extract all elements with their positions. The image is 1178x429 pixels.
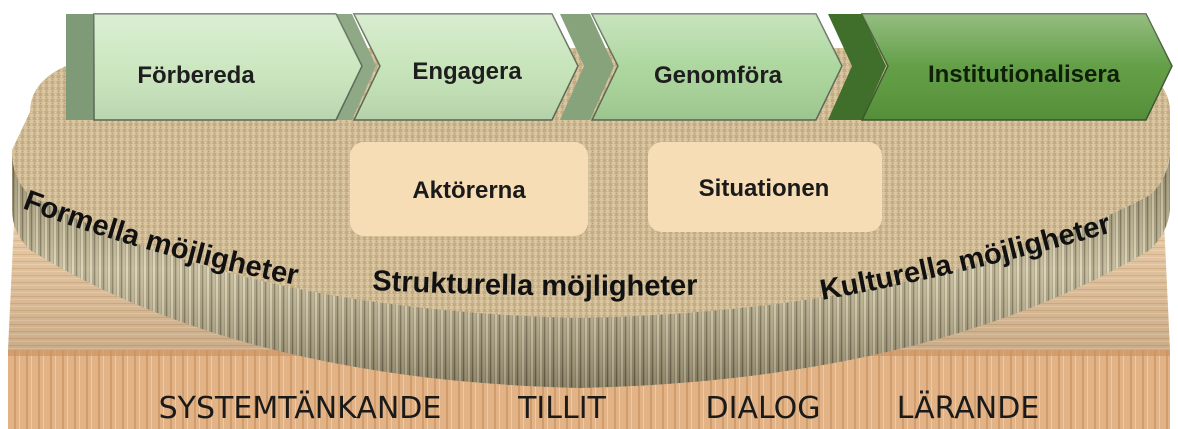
phase-arrow-3: Genomföra (592, 14, 842, 120)
foundation-label-trust: TILLIT (517, 391, 606, 426)
phase-arrow-4-label: Institutionalisera (928, 61, 1121, 88)
rim-label-center: Strukturella möjligheter (372, 265, 698, 303)
foundation-label-systems: SYSTEMTÄNKANDE (159, 390, 442, 426)
situation-box: Situationen (648, 142, 882, 232)
actor-box-label: Aktörerna (412, 177, 526, 204)
phase-arrow-2-label: Engagera (412, 58, 522, 85)
actor-box: Aktörerna (350, 142, 588, 236)
phase-arrow-3-label: Genomföra (654, 62, 783, 89)
phase-arrow-4: Institutionalisera (862, 14, 1172, 120)
foundation-label-dialog: DIALOG (706, 391, 821, 426)
phase-arrow-2: Engagera (354, 14, 578, 120)
phase-arrow-1: Förbereda (94, 14, 362, 120)
foundation-label-learning: LÄRANDE (897, 390, 1040, 426)
situation-box-label: Situationen (699, 175, 830, 202)
rim-label-center-text: Strukturella möjligheter (372, 265, 698, 303)
phase-arrow-1-label: Förbereda (137, 62, 255, 89)
